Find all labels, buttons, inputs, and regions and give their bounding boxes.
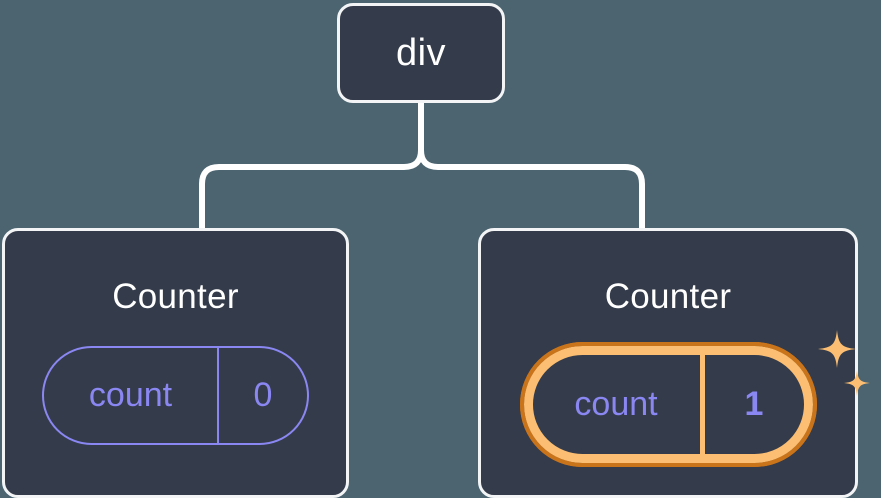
state-pill-wrapper-left: count 0 <box>42 346 309 445</box>
sparkle-large-icon <box>817 330 856 368</box>
state-key-label-left: count <box>88 375 173 414</box>
node-counter-left-title: Counter <box>112 277 239 316</box>
state-key-cell-right: count <box>533 355 705 454</box>
node-div[interactable]: div <box>337 3 505 103</box>
state-value-cell-left: 0 <box>219 348 307 443</box>
sparkle-group <box>807 328 871 408</box>
node-counter-right[interactable]: Counter count 1 <box>478 228 870 498</box>
state-key-label-right: count <box>574 384 658 423</box>
node-counter-right-title: Counter <box>604 277 732 316</box>
node-counter-left[interactable]: Counter count 0 <box>2 228 349 498</box>
state-value-label-left: 0 <box>253 375 273 414</box>
state-key-cell-left: count <box>44 348 219 443</box>
state-value-label-right: 1 <box>744 384 764 423</box>
state-pill-left[interactable]: count 0 <box>42 346 309 445</box>
state-pill-right[interactable]: count 1 <box>519 342 817 467</box>
sparkle-small-icon <box>843 370 870 396</box>
node-div-label: div <box>395 32 447 74</box>
state-value-cell-right: 1 <box>705 355 804 454</box>
state-pill-wrapper-right: count 1 <box>519 330 870 467</box>
